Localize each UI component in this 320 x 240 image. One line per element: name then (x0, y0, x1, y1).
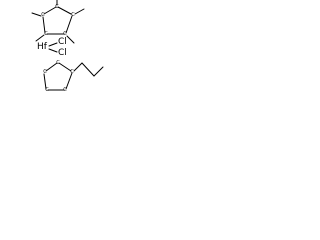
ring-carbon-label: C (41, 12, 45, 18)
ring-carbon-label: C (56, 60, 60, 66)
ring-carbon-label: C (63, 87, 67, 93)
ring-carbon-label: C (44, 31, 48, 37)
methyl-bond (31, 12, 42, 17)
ring-bond (57, 6, 72, 15)
propyl-bond (81, 62, 95, 77)
ring-carbon-label: C (45, 87, 49, 93)
chloride-label: Cl (58, 48, 67, 58)
pentamethylcyclopentadienyl-ring: C C C C C (41, 4, 75, 37)
ring-carbon-label: C (71, 12, 75, 18)
hafnium-center: Hf Cl Cl (37, 37, 67, 58)
methyl-bond (74, 8, 85, 15)
propyl-bond (73, 62, 83, 72)
molecule-structure-diagram: C C C C C Hf Cl Cl C C C C C (31, 0, 104, 93)
ring-bond (43, 73, 47, 90)
methyl-bond (35, 34, 45, 42)
ring-bond (45, 62, 58, 72)
ring-bond (65, 15, 73, 34)
propyl-bond (93, 66, 104, 77)
ring-carbon-label: C (70, 69, 74, 75)
ring-bond (65, 72, 73, 90)
hafnium-label: Hf (37, 42, 48, 52)
ring-bond (58, 62, 72, 72)
hf-cl-bond (48, 42, 58, 47)
ring-bond (43, 6, 57, 15)
ring-carbon-label: C (43, 69, 47, 75)
methyl-bond (66, 35, 75, 44)
chloride-label: Cl (58, 37, 67, 47)
ring-bond (42, 16, 46, 34)
methyl-groups (31, 0, 85, 44)
ring-carbon-label: C (55, 4, 59, 10)
ring-carbon-label: C (63, 31, 67, 37)
propylcyclopentadienyl-ring: C C C C C (43, 60, 74, 93)
hf-cl-bond (48, 48, 58, 53)
propyl-chain (73, 62, 104, 77)
